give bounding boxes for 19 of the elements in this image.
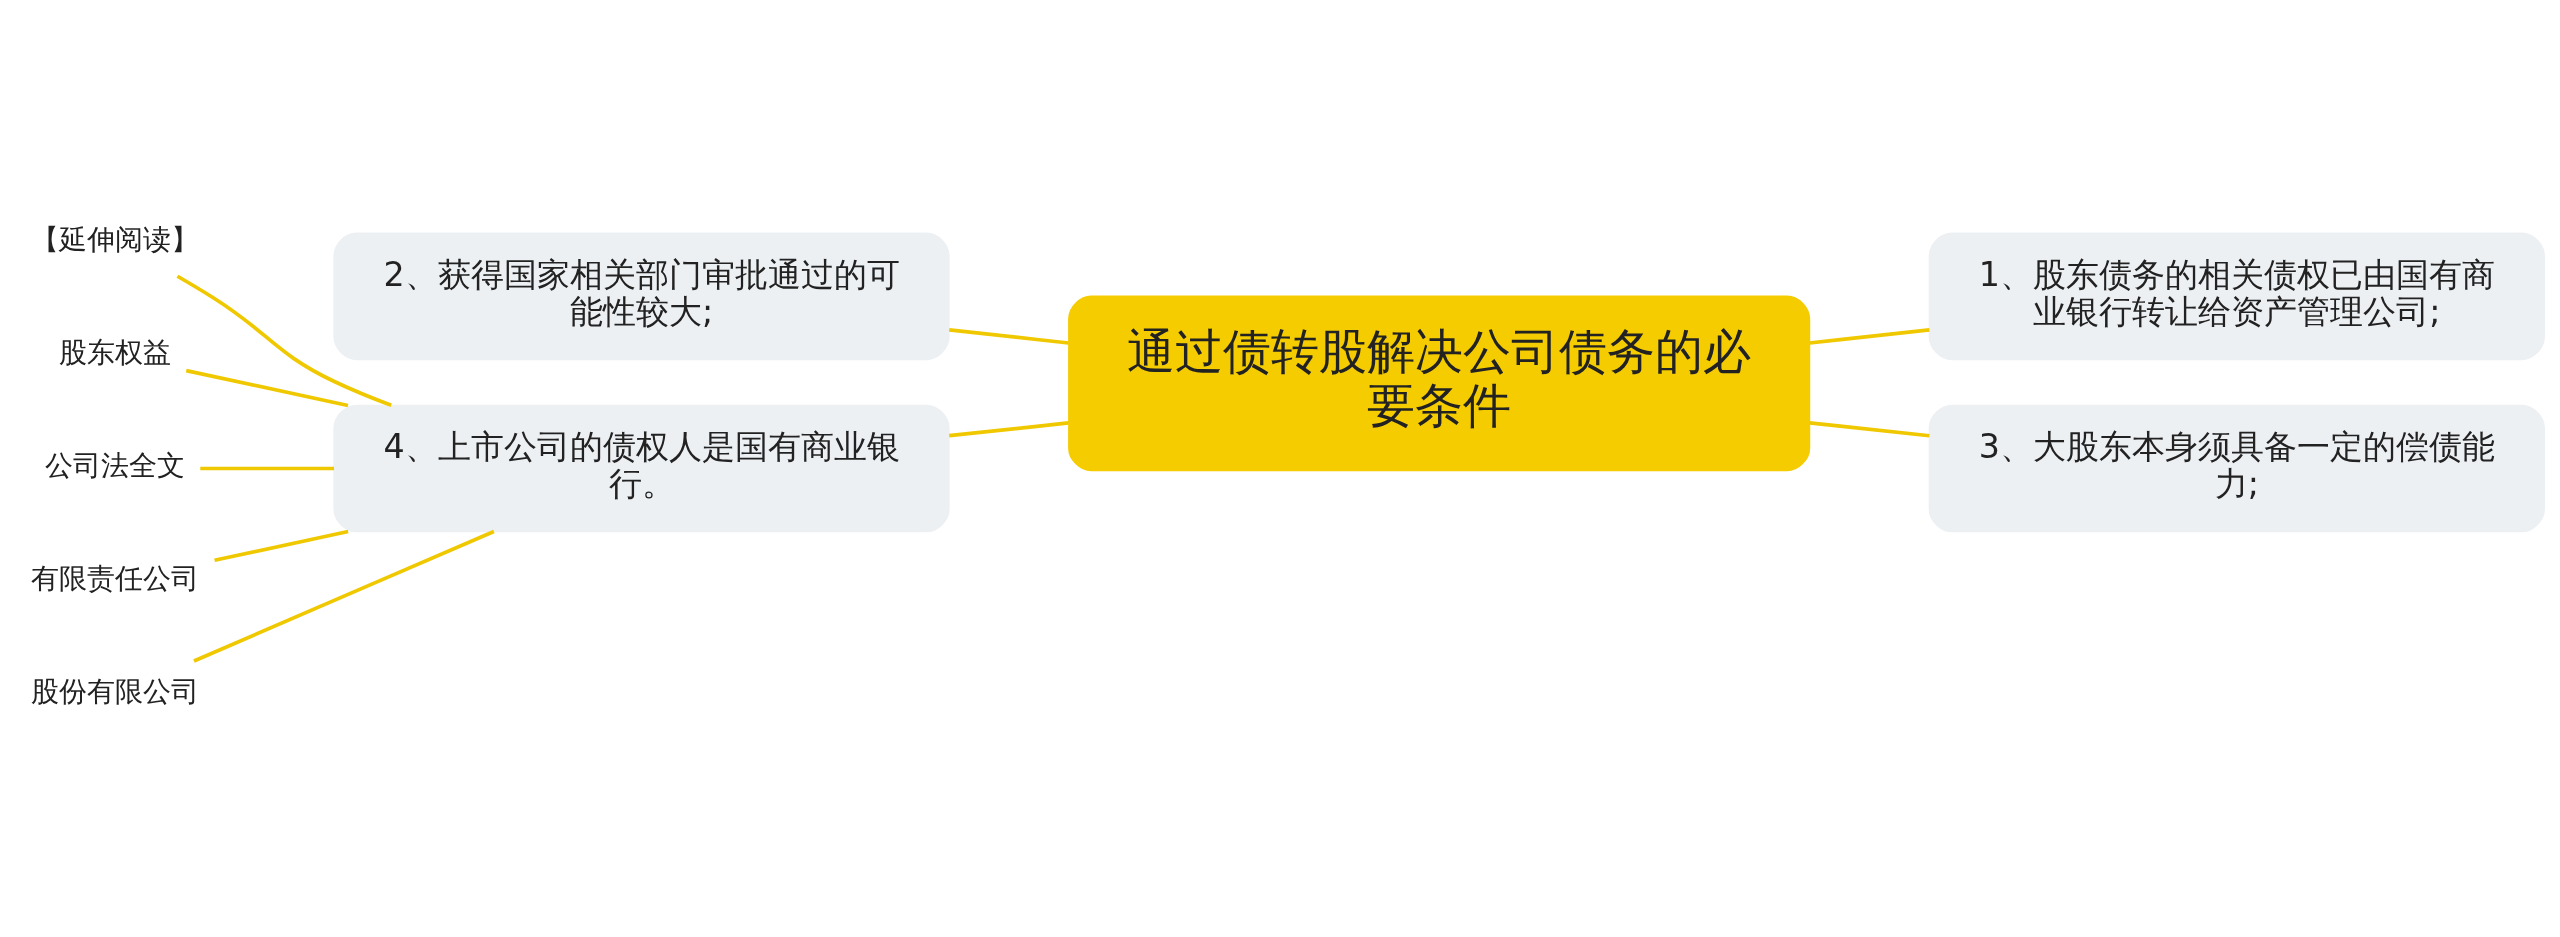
node-box: 2、获得国家相关部门审批通过的可能性较大; bbox=[333, 232, 950, 361]
node-text: 【延伸阅读】 bbox=[30, 223, 199, 257]
connector bbox=[200, 466, 334, 471]
connector bbox=[193, 529, 495, 663]
connector bbox=[185, 368, 349, 408]
connector bbox=[176, 274, 392, 407]
node-box: 1、股东债务的相关债权已由国有商业银行转让给资产管理公司; bbox=[1928, 232, 2545, 361]
node-box: 4、上市公司的债权人是国有商业银行。 bbox=[333, 404, 950, 533]
connector bbox=[1809, 421, 1930, 438]
node-text: 股份有限公司 bbox=[30, 674, 199, 708]
connector bbox=[1809, 328, 1930, 345]
node-box: 3、大股东本身须具备一定的偿债能力; bbox=[1928, 404, 2545, 533]
connector bbox=[949, 421, 1069, 438]
node-text: 股东权益 bbox=[58, 336, 171, 370]
connector bbox=[949, 328, 1069, 345]
node-text: 公司法全文 bbox=[44, 448, 185, 482]
node-text: 有限责任公司 bbox=[30, 561, 199, 595]
connector bbox=[214, 529, 349, 563]
node-box: 通过债转股解决公司债务的必要条件 bbox=[1068, 295, 1811, 472]
